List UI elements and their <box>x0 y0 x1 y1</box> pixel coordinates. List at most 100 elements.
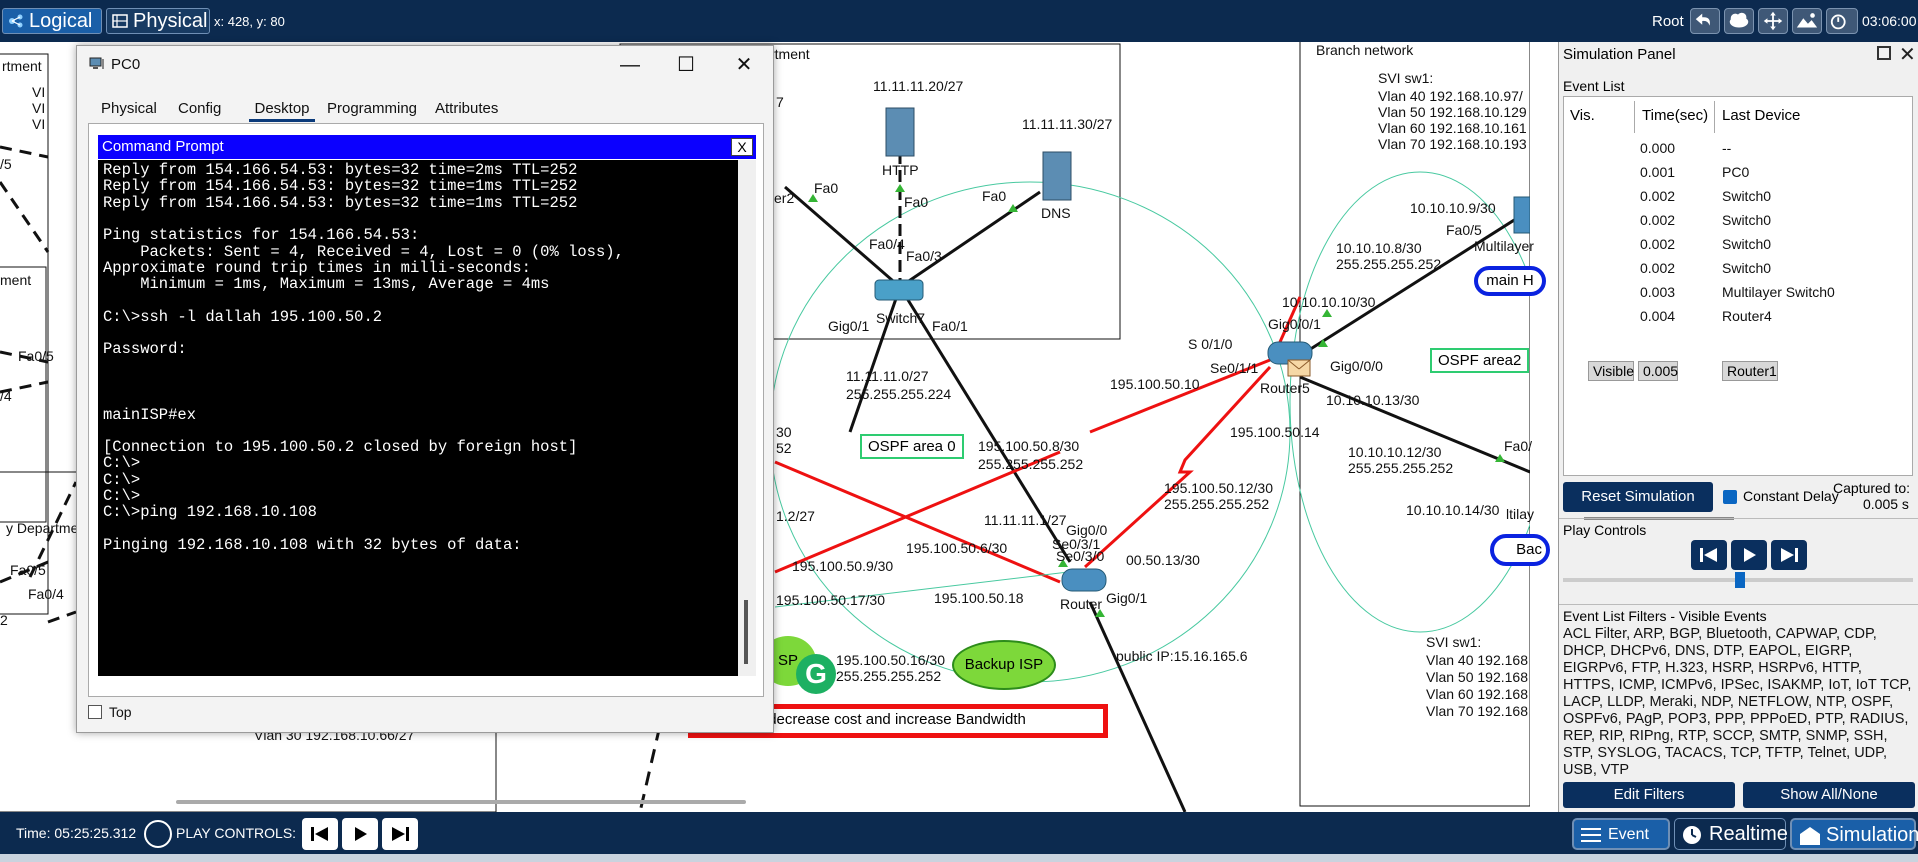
bottom-play-button[interactable] <box>342 818 378 850</box>
label-se011: Se0/1/1 <box>1210 360 1259 376</box>
terminal-output[interactable]: Reply from 154.166.54.53: bytes=32 time=… <box>98 160 756 676</box>
label-v60b: Vlan 60 192.168 <box>1426 686 1528 702</box>
label-svi2: SVI sw1: <box>1426 634 1482 650</box>
event-row-device: Switch0 <box>1722 236 1772 252</box>
backup-isp-cloud[interactable]: Backup ISP <box>952 640 1056 690</box>
terminal-line: [Connection to 195.100.50.2 closed by fo… <box>103 438 578 457</box>
tab-config[interactable]: Config <box>178 100 222 117</box>
terminal-line: C:\>ssh -l dallah 195.100.50.2 <box>103 307 383 326</box>
simulation-mode-button[interactable]: Simulation <box>1790 818 1918 850</box>
label-mask-f: 255.255.255.252 <box>1164 496 1270 512</box>
label-se030: Se0/3/0 <box>1056 548 1105 564</box>
step-forward-icon <box>1781 548 1798 562</box>
realtime-label: Realtime <box>1709 823 1788 845</box>
panel-close-icon[interactable]: ✕ <box>1899 44 1916 66</box>
label-n5014: 195.100.50.14 <box>1230 424 1320 440</box>
step-forward-button[interactable] <box>1771 540 1807 570</box>
maximize-icon[interactable]: ☐ <box>677 54 695 76</box>
label-branch: Branch network <box>1316 42 1414 58</box>
terminal-scroll-thumb[interactable] <box>744 600 748 664</box>
close-icon[interactable]: ✕ <box>735 54 753 76</box>
label-n10930: 10.10.10.9/30 <box>1410 200 1496 216</box>
physical-view-button[interactable]: Physical <box>106 8 210 34</box>
label-gig00: Gig0/0 <box>1066 522 1108 538</box>
cloud-icon[interactable] <box>1724 8 1754 34</box>
step-back-icon <box>1700 548 1717 562</box>
play-icon <box>1744 548 1756 562</box>
event-row-visible[interactable]: Visible <box>1588 361 1634 381</box>
play-speed-slider[interactable] <box>1735 572 1745 588</box>
event-list-button[interactable]: Event List <box>1572 818 1670 862</box>
label-left-6: ment <box>0 272 32 288</box>
label-n5010: 195.100.50.10 <box>1110 376 1200 392</box>
label-v70b: Vlan 70 192.168 <box>1426 703 1528 719</box>
terminal-scrollbar[interactable] <box>738 160 756 676</box>
label-server-block: rtment <box>770 46 810 62</box>
realtime-mode-button[interactable]: Realtime <box>1674 818 1788 850</box>
label-fa0-a: Fa0 <box>814 180 839 196</box>
step-back-button[interactable] <box>1691 540 1727 570</box>
label-left-9: y Departme <box>6 520 79 536</box>
viewport-icon[interactable] <box>1826 8 1858 34</box>
label-v40b: Vlan 40 192.168 <box>1426 652 1528 668</box>
label-fa05: Fa0/5 <box>1446 222 1482 238</box>
terminal-line: C:\> <box>103 470 141 489</box>
undock-icon[interactable] <box>1877 46 1891 60</box>
event-row-device: -- <box>1722 140 1732 156</box>
play-button[interactable] <box>1731 540 1767 570</box>
filters-label: Event List Filters - Visible Events <box>1563 608 1767 624</box>
terminal-line: C:\>ping 192.168.10.108 <box>103 503 317 522</box>
label-30: 30 <box>776 424 792 440</box>
logical-view-button[interactable]: Logical <box>2 8 102 34</box>
tab-physical[interactable]: Physical <box>101 100 157 117</box>
edit-filters-button[interactable]: Edit Filters <box>1563 782 1735 808</box>
bottom-step-forward-button[interactable] <box>382 818 418 850</box>
tab-attributes[interactable]: Attributes <box>435 100 499 117</box>
constant-delay-checkbox[interactable] <box>1723 490 1737 504</box>
pc0-dialog[interactable]: PC0 — ☐ ✕ Physical Config Desktop Progra… <box>76 45 774 733</box>
minimize-icon[interactable]: — <box>620 54 640 76</box>
event-row-time: 0.001 <box>1640 164 1676 180</box>
main-hsrp-label: main H <box>1474 266 1546 296</box>
event-row-time[interactable]: 0.005 <box>1638 361 1678 381</box>
label-ltilay: ltilay <box>1506 506 1535 522</box>
simulation-time: Time: 05:25:25.312 <box>16 825 137 841</box>
event-row-time: 0.004 <box>1640 308 1676 324</box>
top-checkbox[interactable] <box>88 705 102 719</box>
bottom-step-back-button[interactable] <box>302 818 338 850</box>
background-image-icon[interactable] <box>1792 8 1822 34</box>
device-palette-strip[interactable] <box>0 854 1918 862</box>
label-left-7: Fa0/5 <box>18 348 54 364</box>
terminal-line: Reply from 154.166.54.53: bytes=32 time=… <box>103 177 578 196</box>
label-1-2-27: 1.2/27 <box>776 508 815 524</box>
label-router: Router <box>1060 596 1103 612</box>
top-toolbar: Logical Physical x: 428, y: 80 Root 03:0… <box>0 0 1918 42</box>
terminal-line: Password: <box>103 340 187 359</box>
tab-desktop[interactable]: Desktop <box>249 98 315 122</box>
top-label: Top <box>109 704 132 720</box>
workspace-scrollbar[interactable] <box>176 800 746 804</box>
label-mask-b: 255.255.255.252 <box>978 456 1084 472</box>
event-row-device: Multilayer Switch0 <box>1722 284 1835 300</box>
command-prompt-close-button[interactable]: X <box>731 138 753 156</box>
realtime-clock-icon <box>1683 826 1701 844</box>
label-left-12: 2 <box>0 612 8 628</box>
back-icon[interactable] <box>1690 8 1720 34</box>
label-left-5: /5 <box>0 156 12 172</box>
grammarly-icon[interactable]: G <box>796 654 836 694</box>
label-left-8: /4 <box>0 388 12 404</box>
reset-simulation-button[interactable]: Reset Simulation <box>1563 482 1713 512</box>
label-gig01-b: Gig0/1 <box>1106 590 1148 606</box>
label-n1014: 10.10.10.14/30 <box>1406 502 1500 518</box>
label-n10830: 10.10.10.8/30 <box>1336 240 1422 256</box>
bottom-toolbar: Time: 05:25:25.312 PLAY CONTROLS: Event … <box>0 812 1918 862</box>
label-s010: S 0/1/0 <box>1188 336 1233 352</box>
captured-label: Captured to: <box>1833 480 1911 496</box>
department-area-left <box>0 53 49 615</box>
captured-value: 0.005 s <box>1863 496 1909 512</box>
show-all-none-button[interactable]: Show All/None <box>1743 782 1915 808</box>
event-row-device[interactable]: Router1 <box>1722 361 1778 381</box>
timer-icon[interactable] <box>144 820 172 848</box>
move-icon[interactable] <box>1758 8 1788 34</box>
tab-programming[interactable]: Programming <box>327 100 418 117</box>
